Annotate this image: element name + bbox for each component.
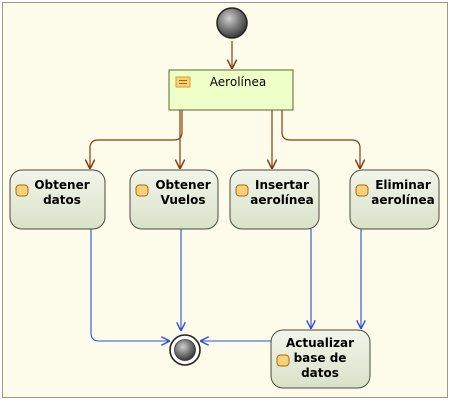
action-label-line: Vuelos (160, 193, 205, 207)
object-node-aerolinea[interactable]: Aerolínea (168, 69, 294, 111)
final-node-ball (174, 339, 196, 361)
initial-node-ball (216, 7, 248, 39)
initial-node[interactable] (216, 7, 248, 39)
action-actualizar-base-de-datos[interactable]: Actualizar base de datos (270, 329, 371, 389)
action-label-line: datos (43, 193, 81, 207)
action-label-line: datos (301, 366, 339, 380)
action-label-line: Actualizar (286, 336, 354, 350)
action-label-line: aerolínea (371, 193, 434, 207)
activity-final-node[interactable] (169, 334, 201, 366)
action-label-line: Insertar (255, 178, 309, 192)
action-icon (135, 184, 149, 197)
action-icon (355, 184, 369, 197)
action-box (129, 169, 219, 230)
action-label-line: Obtener (155, 178, 210, 192)
action-label-line: Obtener (34, 178, 89, 192)
flow-aerolinea-to-obtener-datos (90, 110, 183, 168)
action-label-line: Eliminar (375, 178, 431, 192)
action-obtener-datos[interactable]: Obtener datos (9, 169, 106, 230)
control-flows (90, 41, 361, 341)
action-icon (235, 184, 249, 197)
action-eliminar-aerolinea[interactable]: Eliminar aerolínea (349, 169, 440, 230)
object-icon (175, 76, 191, 88)
action-box (270, 329, 371, 389)
action-box (229, 169, 320, 230)
action-icon (276, 354, 290, 367)
action-insertar-aerolinea[interactable]: Insertar aerolínea (229, 169, 320, 230)
action-obtener-vuelos[interactable]: Obtener Vuelos (129, 169, 219, 230)
flow-obtener-datos-to-end (90, 229, 169, 341)
object-node-label: Aerolínea (210, 75, 266, 89)
flow-aerolinea-to-eliminar-aerolinea (281, 110, 360, 168)
action-icon (15, 184, 29, 197)
action-label-line: base de (294, 351, 347, 365)
action-label-line: aerolínea (250, 193, 313, 207)
action-box (349, 169, 440, 230)
action-box (9, 169, 106, 230)
